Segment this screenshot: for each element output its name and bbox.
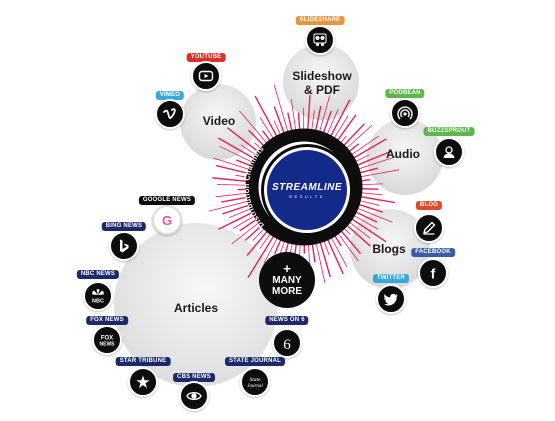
label-blogs: Blogs xyxy=(372,242,406,256)
nbc-icon: NBC xyxy=(83,281,113,311)
youtube-icon xyxy=(191,61,221,91)
svg-text:NBC: NBC xyxy=(92,299,104,305)
tag-newson6: NEWS ON 6 xyxy=(265,315,309,325)
tag-nbcnews: NBC NEWS xyxy=(76,269,120,279)
bubble-video xyxy=(180,84,256,160)
bubble-articles xyxy=(114,223,278,387)
many-more-badge: + MANY MORE xyxy=(259,252,315,308)
buzzsprout-icon xyxy=(434,137,464,167)
tag-startribune: STAR TRIBUNE xyxy=(115,356,171,366)
tag-slideshare: SLIDESHARE xyxy=(295,15,345,25)
many-more-line2: MORE xyxy=(272,286,302,297)
label-video: Video xyxy=(202,114,236,128)
tag-cbsnews: CBS NEWS xyxy=(173,372,215,382)
tag-podbean: PODBEAN xyxy=(385,88,425,98)
cbs-eye-icon xyxy=(179,381,209,411)
burst-ray xyxy=(247,228,279,278)
tag-foxnews: FOX NEWS xyxy=(86,315,128,325)
news-on-6-icon: 6 xyxy=(272,328,302,358)
brand-name: STREAMLINE xyxy=(272,181,342,193)
tag-facebook: FACEBOOK xyxy=(411,247,455,257)
label-articles: Articles xyxy=(173,301,219,315)
bubble-slideshow xyxy=(283,44,359,120)
tag-buzzsprout: BUZZSPROUT xyxy=(423,126,475,136)
svg-text:Journal: Journal xyxy=(247,384,263,389)
twitter-icon xyxy=(376,284,406,314)
vimeo-icon xyxy=(155,99,185,129)
podbean-icon xyxy=(390,98,420,128)
tag-youtube: YOUTUBE xyxy=(186,52,226,62)
svg-text:f: f xyxy=(431,266,436,282)
brand-subtitle: RESULTS xyxy=(289,193,325,199)
label-slideshow: Slideshow & PDF xyxy=(292,69,352,97)
svg-text:FOX: FOX xyxy=(101,336,113,342)
facebook-icon: f xyxy=(418,258,448,288)
burst-ray xyxy=(254,95,282,144)
slideshare-icon xyxy=(305,25,335,55)
bubble-blogs xyxy=(350,209,430,289)
star-tribune-icon xyxy=(128,367,158,397)
tag-googlenews: GOOGLE NEWS xyxy=(138,195,196,205)
bing-news-icon xyxy=(109,231,139,261)
blog-icon xyxy=(414,213,444,243)
google-news-icon: G xyxy=(152,205,182,235)
tag-twitter: TWITTER xyxy=(372,273,410,283)
tag-statejournal: STATE JOURNAL xyxy=(224,356,286,366)
svg-text:G: G xyxy=(162,213,172,228)
svg-text:NEWS: NEWS xyxy=(100,342,116,348)
tag-bingnews: BING NEWS xyxy=(101,221,147,231)
label-audio: Audio xyxy=(386,147,420,161)
many-more-line1: MANY xyxy=(272,275,302,286)
svg-text:State: State xyxy=(250,377,262,383)
svg-text:6: 6 xyxy=(283,337,291,351)
streamline-logo: STREAMLINE RESULTS xyxy=(264,147,350,233)
burst-ray xyxy=(273,84,291,140)
tag-blog: BLOG xyxy=(415,200,443,210)
tag-vimeo: VIMEO xyxy=(155,90,185,100)
bubble-audio xyxy=(367,119,443,195)
distribution-ring xyxy=(245,128,363,246)
plus-sign: + xyxy=(283,261,291,276)
